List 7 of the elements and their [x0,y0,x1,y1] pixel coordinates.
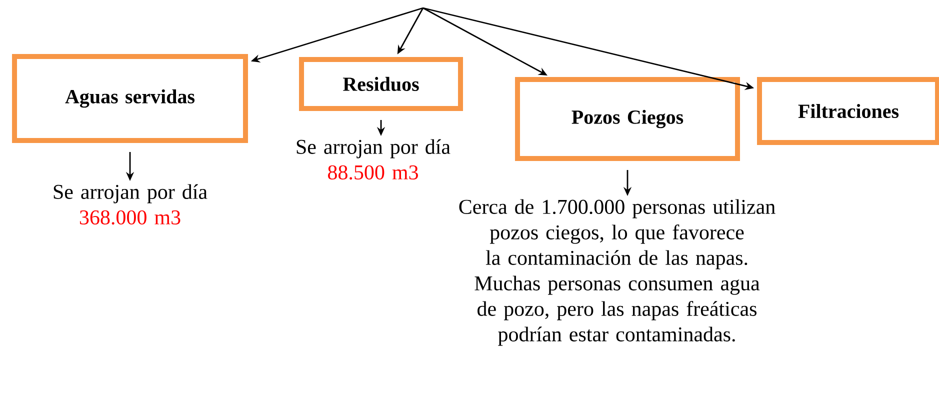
note-text: Se arrojan por día 88.500 m3 [296,139,450,180]
category-box: Aguas servidas [12,54,248,143]
category-box: Filtraciones [757,77,939,145]
category-box: Residuos [299,57,463,111]
note-text: Cerca de 1.700.000 personas utilizan pozos ciegos, lo que favorece la contaminación de las napas. Muchas personas consumen agua de pozo, pero las napas freáticas podrían estar contaminadas. [459,199,776,346]
note-text: Se arrojan por día 368.000 m3 [54,184,208,225]
category-box: Pozos Ciegos [515,77,740,161]
